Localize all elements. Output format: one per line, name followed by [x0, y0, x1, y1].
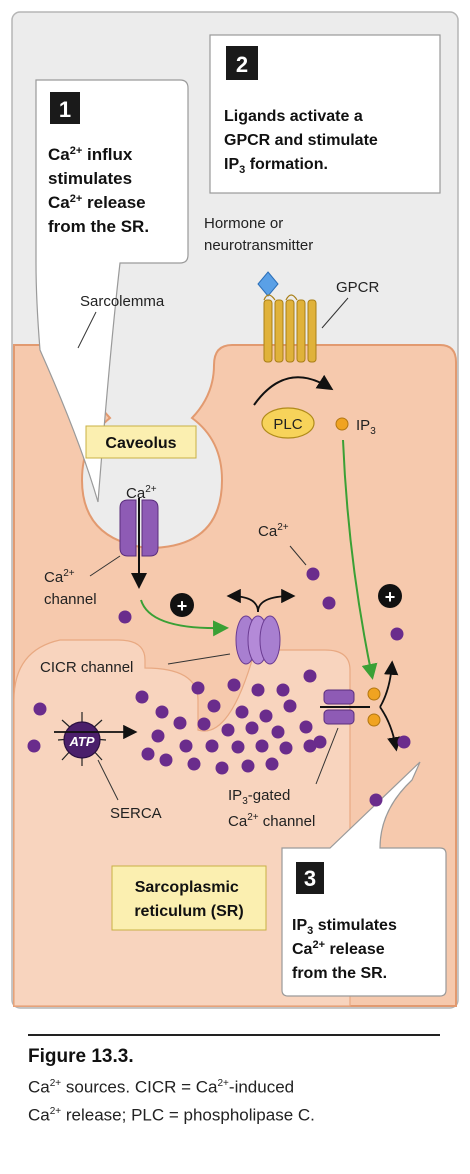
calcium-ion-dot	[221, 723, 235, 737]
hormone-label: Hormone or neurotransmitter	[204, 215, 313, 254]
plus-icon-right	[378, 584, 402, 608]
ca-channel-label: Ca2+ channel	[44, 563, 97, 608]
calcium-ion-dot	[390, 627, 404, 641]
step-2-text: Ligands activate a GPCR and stimulate IP…	[224, 108, 382, 176]
calcium-ion-dot	[215, 761, 229, 775]
sarcolemma-label: Sarcolemma	[80, 293, 165, 310]
cicr-out-arrow-right	[257, 588, 296, 613]
calcium-ion-dot	[299, 720, 313, 734]
gpcr-label: GPCR	[336, 279, 380, 296]
calcium-ion-dot	[118, 610, 132, 624]
sr-label: Sarcoplasmic reticulum (SR)	[134, 879, 243, 920]
step-2-number: 2	[236, 52, 248, 77]
plus-icon-left	[170, 593, 194, 617]
ca-mid-leader	[289, 545, 307, 566]
calcium-ion-dot	[173, 716, 187, 730]
calcium-ion-dot	[135, 690, 149, 704]
calcium-ion-dot	[303, 669, 317, 683]
plus-text-left: +	[177, 596, 188, 616]
caveolus-label: Caveolus	[105, 435, 176, 452]
calcium-ion-dot	[235, 705, 249, 719]
gpcr-leader	[321, 297, 349, 329]
ip3-dot	[335, 417, 349, 431]
cicr-channel-icon	[235, 615, 281, 665]
plus-text-right: +	[385, 587, 396, 607]
step-3-number: 3	[304, 866, 316, 891]
gpcr-icon	[263, 294, 317, 363]
calcium-ion-dot	[33, 702, 47, 716]
ip3-label: IP3	[356, 417, 376, 437]
cicr-leader	[167, 653, 231, 665]
calcium-ion-dot	[241, 759, 255, 773]
ip3-gated-label: IP3-gated Ca2+ channel	[228, 787, 315, 830]
ip3-arrow	[342, 439, 378, 680]
serca-label: SERCA	[110, 805, 162, 822]
ca-mid-label: Ca2+	[258, 522, 289, 540]
calcium-ion-dot	[313, 735, 327, 749]
caption-divider	[28, 1034, 440, 1036]
step-3-badge	[296, 862, 324, 894]
ca-top-label: Ca2+	[126, 484, 157, 502]
calcium-ion-dot	[141, 747, 155, 761]
calcium-ion-dot	[283, 699, 297, 713]
calcium-ion-dot	[265, 757, 279, 771]
atp-label: ATP	[68, 734, 94, 749]
calcium-ion-dot	[159, 753, 173, 767]
calcium-ion-dot	[322, 596, 336, 610]
calcium-ion-dot	[279, 741, 293, 755]
ip3-release-arrow-down	[379, 706, 402, 752]
calcium-ion-dot	[245, 721, 259, 735]
calcium-ion-dot	[179, 739, 193, 753]
calcium-ion-dot	[231, 740, 245, 754]
step-1-box	[35, 79, 189, 503]
calcium-ion-dot	[303, 739, 317, 753]
calcium-ion-dot	[276, 683, 290, 697]
sarcolemma-leader	[77, 311, 97, 349]
step-1-number: 1	[59, 97, 71, 122]
plc-ellipse	[261, 407, 315, 439]
calcium-ion-dot	[187, 757, 201, 771]
calcium-ion-dot	[227, 678, 241, 692]
figure-title: Figure 13.3.	[28, 1046, 134, 1067]
calcium-ion-dot	[397, 735, 411, 749]
calcium-ion-dot	[259, 709, 273, 723]
step-1-text: Ca2+ influx stimulates Ca2+ release from…	[48, 145, 150, 236]
ip3-gated-channel-icon	[323, 687, 381, 727]
cicr-arrow	[140, 599, 229, 637]
calcium-ion-dot	[205, 739, 219, 753]
sr-label-box	[111, 865, 267, 931]
step-3-text: IP3 stimulates Ca2+ release from the SR.	[292, 917, 401, 982]
caveolus-box	[85, 425, 197, 459]
calcium-ion-dot	[271, 725, 285, 739]
calcium-ion-dot	[306, 567, 320, 581]
ip3-release-arrow-up	[379, 660, 399, 708]
calcium-ion-dot	[151, 729, 165, 743]
calcium-ion-dot	[27, 739, 41, 753]
step-3-box	[281, 761, 447, 997]
step-2-badge	[226, 46, 258, 80]
calcium-ion-dot	[369, 793, 383, 807]
cicr-channel-label: CICR channel	[40, 659, 133, 676]
ca-channel-leader	[89, 555, 121, 577]
calcium-ion-dot	[251, 683, 265, 697]
figure-canvas: 1 Ca2+ influx stimulates Ca2+ release fr…	[11, 11, 459, 1009]
calcium-ion-dot	[197, 717, 211, 731]
ligand-icon	[257, 271, 279, 297]
calcium-ion-dot	[191, 681, 205, 695]
plc-arrow	[253, 374, 334, 406]
serca-pump-icon	[57, 712, 107, 766]
serca-leader	[97, 759, 119, 801]
ca-channel-icon	[119, 499, 159, 557]
plc-label: PLC	[273, 416, 302, 433]
calcium-ion-dot	[155, 705, 169, 719]
calcium-ions	[27, 567, 411, 807]
ip3-gated-leader	[315, 727, 339, 785]
step-1-badge	[50, 92, 80, 124]
calcium-ion-dot	[255, 739, 269, 753]
calcium-ion-dot	[207, 699, 221, 713]
figure-caption: Ca2+ sources. CICR = Ca2+-induced Ca2+ r…	[28, 1077, 315, 1125]
